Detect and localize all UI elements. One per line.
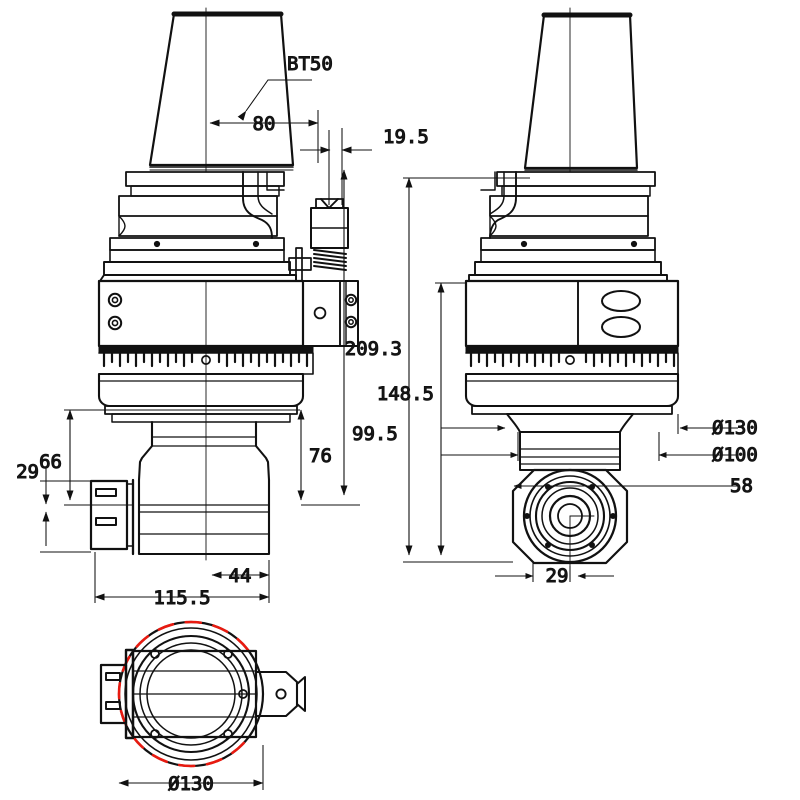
label-29-bottom: 29 [546,565,569,587]
dim-bt50 [237,79,312,121]
label-80: 80 [253,113,276,135]
front-side-screws [344,293,358,329]
label-19-5: 19.5 [383,126,429,148]
label-66: 66 [39,451,62,473]
dim-80 [209,110,319,163]
bottom-body [124,648,258,740]
side-flange-stack [468,171,668,282]
label-44: 44 [229,565,252,587]
front-flange-stack [99,171,297,282]
front-spring-coils [313,249,347,271]
bottom-tail-block [254,670,306,718]
label-bt50: BT50 [287,53,333,75]
side-taper-shank [523,12,639,171]
front-output-nose [131,420,271,556]
dim-209-3 [403,177,530,563]
label-dia-130-plan: Ø130 [168,773,214,795]
label-148-5: 148.5 [377,383,434,405]
bottom-view [99,620,306,768]
dim-dia-100 [441,432,738,461]
dim-29-bottom [495,563,614,582]
dim-29-left [40,468,91,553]
dim-dia-130 [441,414,738,434]
front-socket-screw-upper [107,292,123,308]
front-lower-housing [97,372,305,423]
label-209-3: 209.3 [345,338,402,360]
label-dia-100: Ø100 [712,444,758,466]
dim-dia-130-plan [118,745,264,790]
swing-envelope-arc [117,620,250,768]
side-view [464,7,680,567]
dim-19-5 [300,128,372,205]
dim-76 [297,409,360,506]
side-oval-port-lower [601,316,641,338]
side-graduation-band [465,345,679,375]
front-graduation-band [98,345,314,375]
side-lower-housing [464,372,680,471]
label-99-5: 99.5 [352,423,398,445]
dim-66 [64,409,300,506]
label-58: 58 [730,475,753,497]
front-body-block [97,279,305,348]
front-plunger-assembly [288,198,359,347]
label-115-5: 115.5 [153,587,210,609]
label-76: 76 [309,445,332,467]
dim-115-5 [94,552,270,603]
side-spindle-face [511,468,629,567]
label-dia-130: Ø130 [712,417,758,439]
front-taper-shank [148,11,295,171]
front-socket-screw-lower [107,315,123,331]
side-body-block [464,279,680,348]
front-collet-nut [89,479,134,551]
dim-148-5 [435,282,466,556]
bottom-collet-nut [99,663,128,725]
side-oval-port-upper [601,290,641,312]
front-view [89,7,359,561]
label-29-left: 29 [16,461,39,483]
